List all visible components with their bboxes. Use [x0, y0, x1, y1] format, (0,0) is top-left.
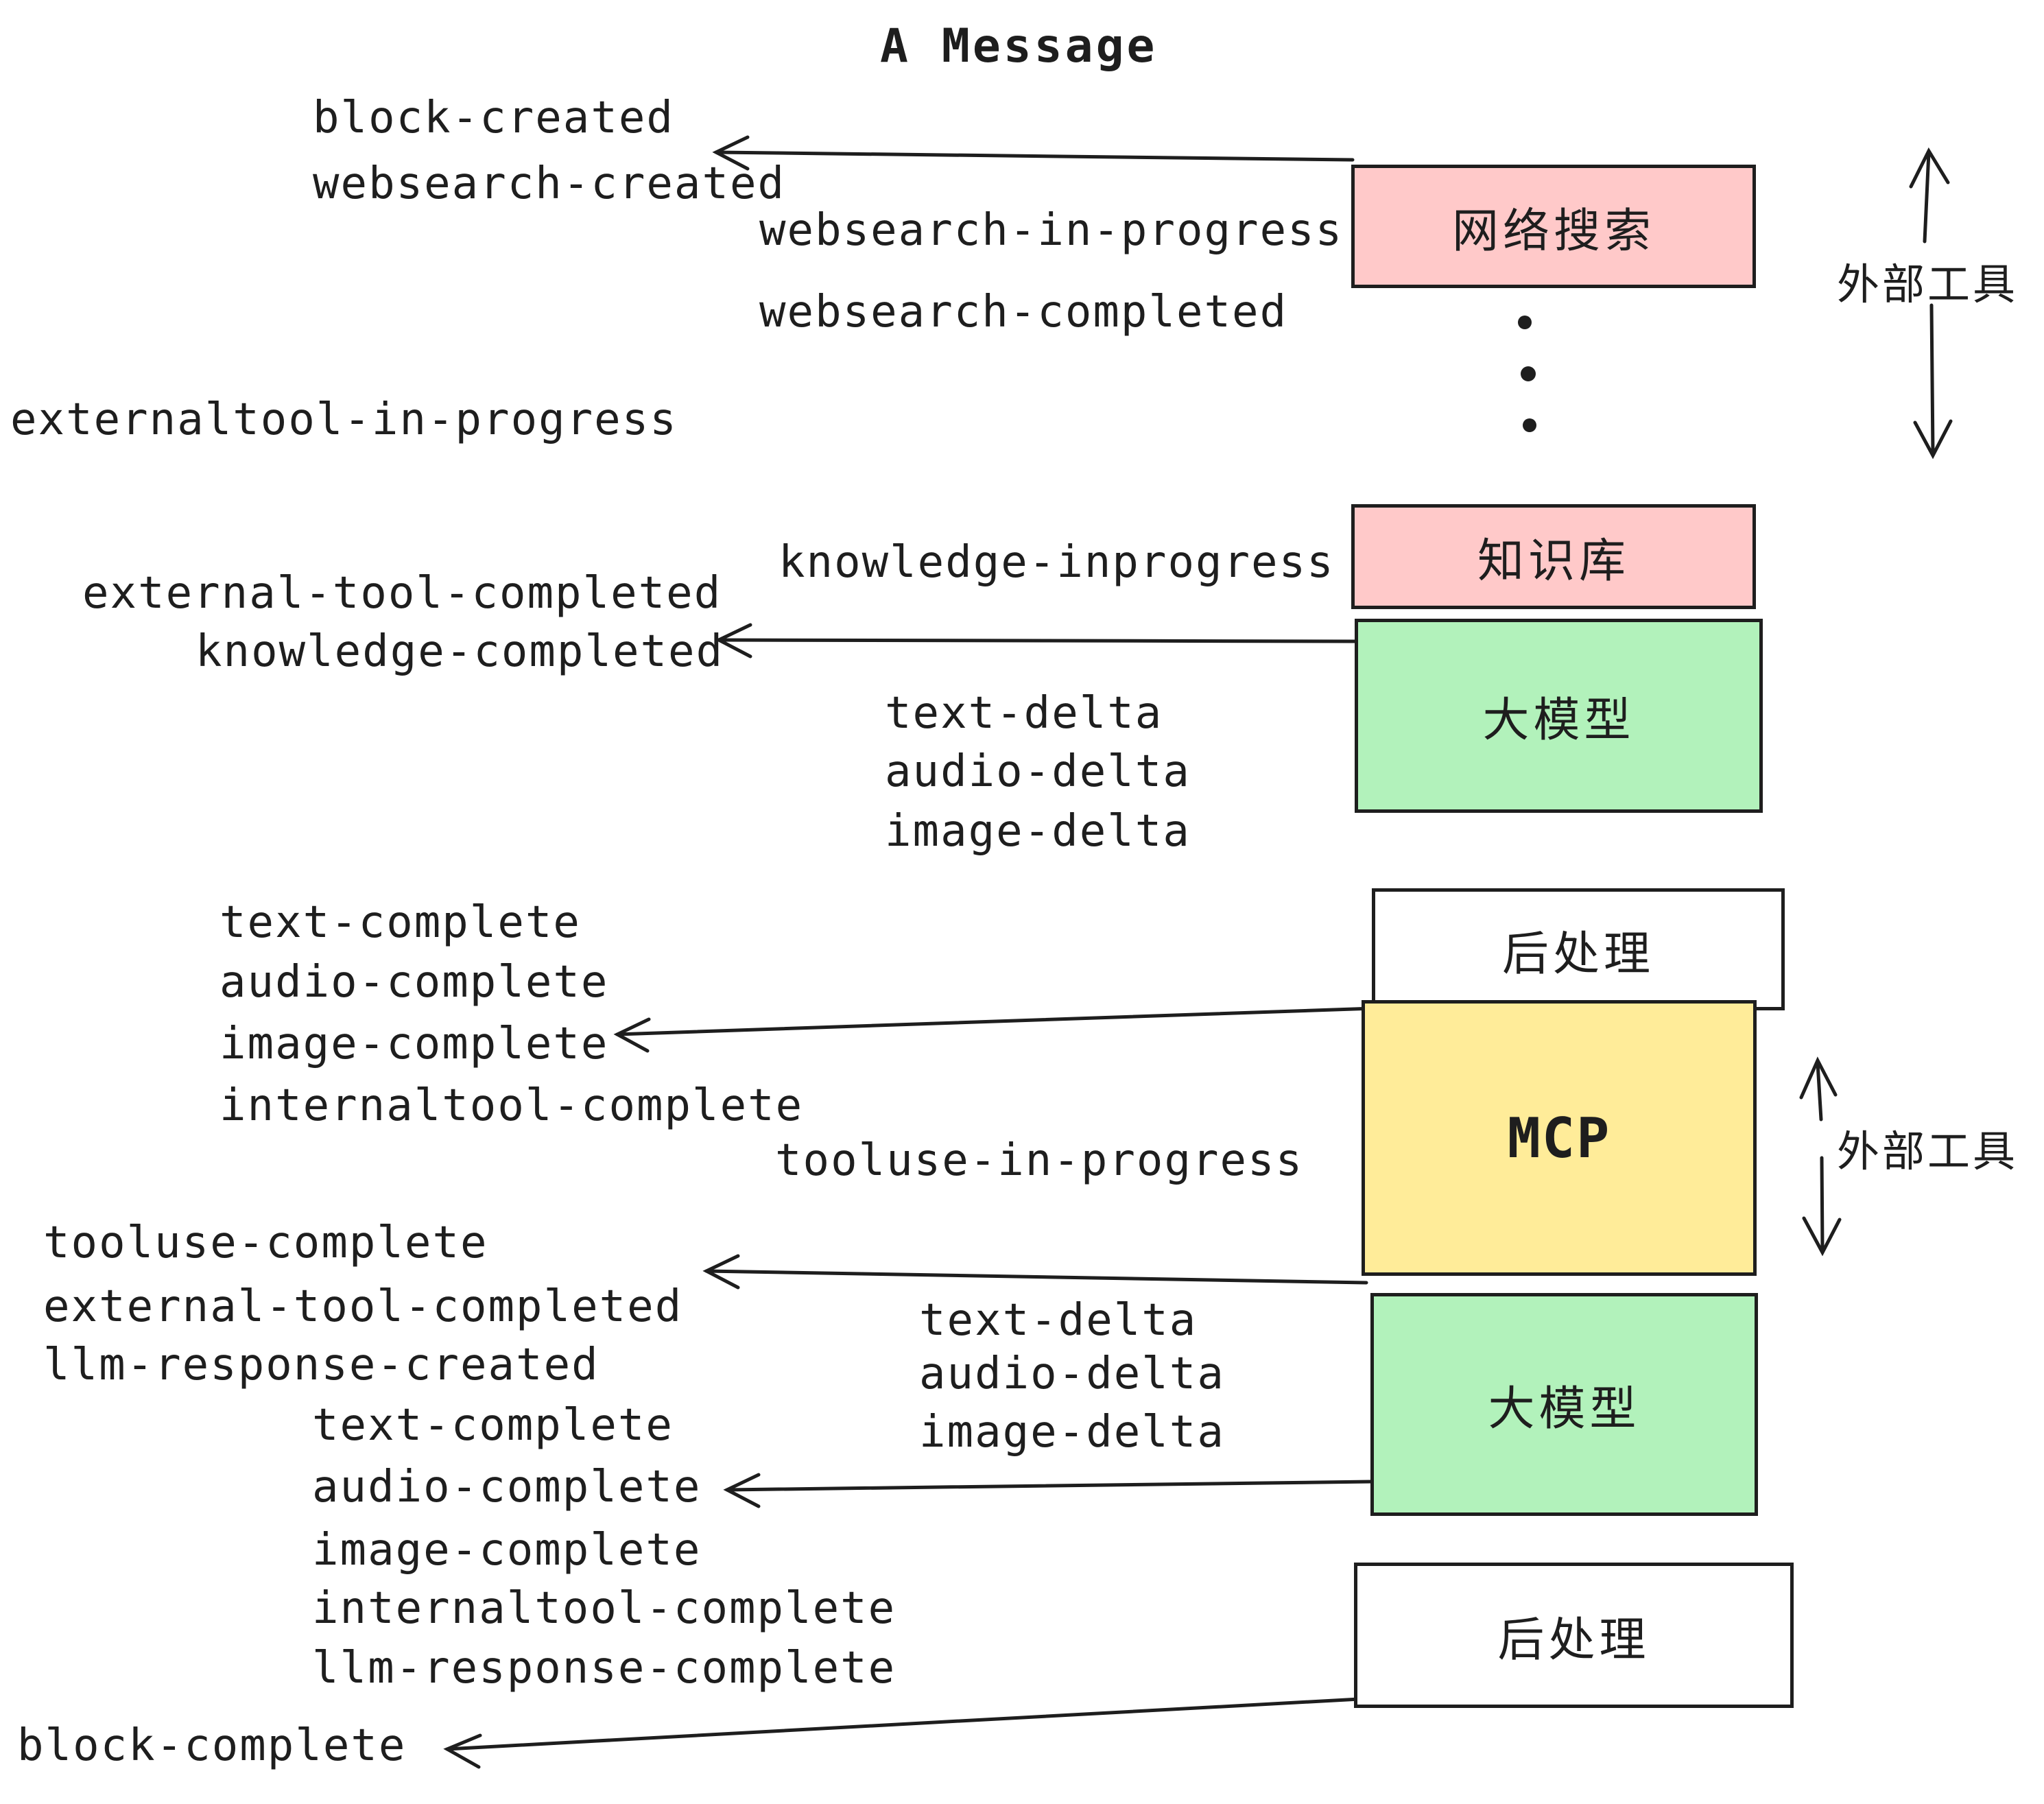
event-image-delta-2: image-delta [919, 1407, 1225, 1458]
box-postprocess-top-label: 后处理 [1501, 927, 1654, 982]
event-image-complete: image-complete [219, 1019, 609, 1069]
arrow-block-complete [443, 1697, 1362, 1769]
box-postprocess-bottom-label: 后处理 [1497, 1613, 1650, 1667]
event-websearch-created: websearch-created [313, 158, 786, 209]
event-text-complete-2: text-complete [312, 1400, 674, 1451]
arrow-knowledge-completed [715, 623, 1357, 658]
event-text-delta-2: text-delta [919, 1295, 1198, 1346]
box-llm-top-label: 大模型 [1482, 693, 1635, 748]
ellipsis-dots [1518, 316, 1536, 432]
box-llm-bottom: 大模型 [1370, 1293, 1758, 1516]
side-label-external-tools-mcp: 外部工具 [1837, 1126, 2019, 1176]
event-externaltool-in-progress: externaltool-in-progress [10, 394, 678, 445]
box-postprocess-bottom: 后处理 [1354, 1563, 1794, 1708]
event-internaltool-complete: internaltool-complete [219, 1080, 804, 1131]
arrow-audio-complete [723, 1473, 1374, 1508]
event-tooluse-complete: tooluse-complete [43, 1218, 488, 1268]
event-tooluse-in-progress: tooluse-in-progress [775, 1135, 1304, 1186]
event-external-tool-completed: external-tool-completed [82, 568, 722, 619]
side-label-external-tools-top: 外部工具 [1837, 259, 2019, 309]
arrow-image-complete [613, 1006, 1376, 1053]
event-audio-delta: audio-delta [885, 746, 1191, 797]
event-text-complete: text-complete [219, 897, 581, 948]
event-internaltool-complete-2: internaltool-complete [312, 1583, 896, 1634]
event-knowledge-inprogress: knowledge-inprogress [779, 537, 1335, 588]
event-block-complete: block-complete [17, 1720, 407, 1771]
event-llm-response-complete: llm-response-complete [312, 1643, 896, 1694]
event-audio-complete-2: audio-complete [312, 1462, 702, 1512]
event-audio-complete: audio-complete [219, 957, 609, 1008]
event-external-tool-completed-2: external-tool-completed [43, 1281, 683, 1332]
arrow-tooluse-complete [702, 1254, 1368, 1290]
arrow-websearch-created [712, 135, 1355, 171]
event-llm-response-created: llm-response-created [43, 1340, 599, 1390]
box-websearch-label: 网络搜索 [1451, 204, 1655, 259]
event-knowledge-completed: knowledge-completed [195, 626, 724, 677]
box-llm-bottom-label: 大模型 [1488, 1382, 1641, 1436]
event-websearch-completed: websearch-completed [759, 287, 1288, 337]
event-text-delta: text-delta [885, 688, 1163, 739]
box-postprocess-top: 后处理 [1372, 888, 1785, 1010]
event-image-delta: image-delta [885, 806, 1191, 857]
box-knowledge-label: 知识库 [1477, 534, 1630, 589]
event-audio-delta-2: audio-delta [919, 1349, 1225, 1399]
event-websearch-in-progress: websearch-in-progress [759, 205, 1344, 256]
box-websearch: 网络搜索 [1351, 165, 1756, 288]
diagram-title: A Message [880, 19, 1158, 73]
box-llm-top: 大模型 [1355, 619, 1763, 813]
box-knowledge: 知识库 [1351, 504, 1756, 609]
double-arrow-external-tools-top [1909, 147, 1953, 460]
double-arrow-external-tools-mcp [1799, 1056, 1842, 1257]
box-mcp-label: MCP [1507, 1106, 1611, 1170]
event-block-created: block-created [313, 93, 674, 143]
event-image-complete-2: image-complete [312, 1525, 702, 1576]
box-mcp: MCP [1362, 1000, 1757, 1276]
